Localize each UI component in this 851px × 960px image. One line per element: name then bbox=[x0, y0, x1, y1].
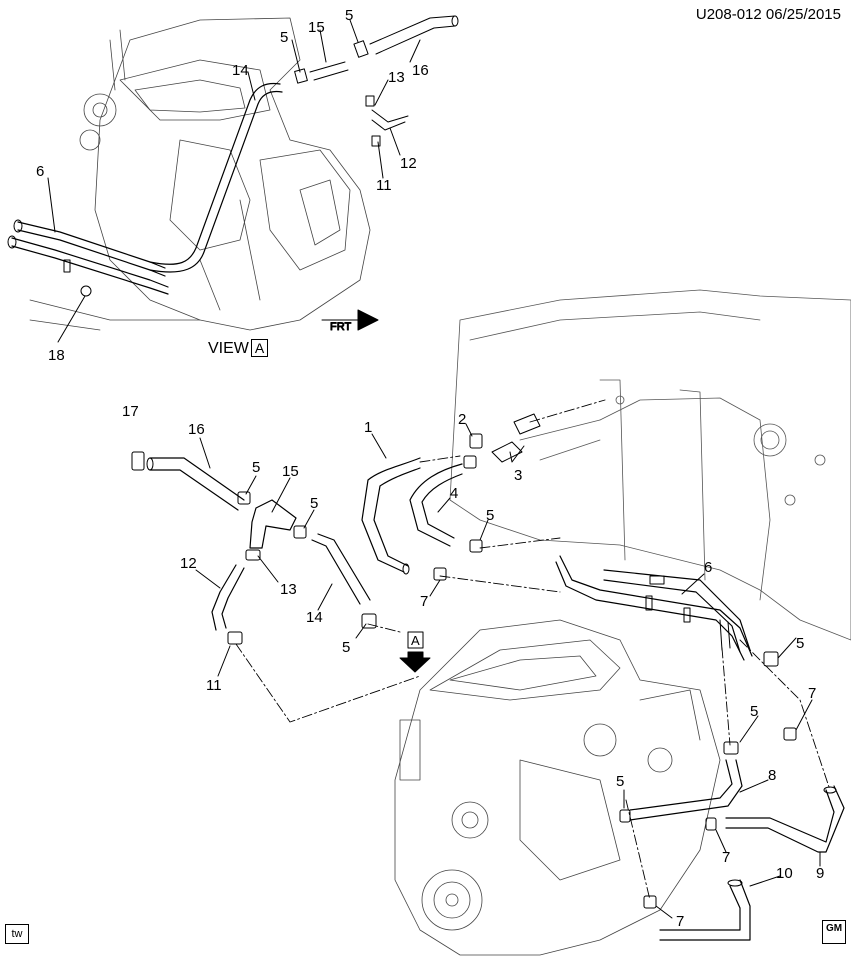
hose-14 bbox=[311, 533, 371, 605]
hose-1 bbox=[361, 457, 421, 575]
clamp-11 bbox=[227, 631, 243, 645]
view-a-hose-14 bbox=[149, 82, 283, 273]
firewall-panel bbox=[449, 289, 851, 641]
diagram-header: U208-012 06/25/2015 bbox=[696, 6, 841, 23]
pipe-assembly-6 bbox=[555, 555, 753, 661]
callout-2: 2 bbox=[458, 411, 466, 428]
callout-16: 16 bbox=[188, 421, 205, 438]
diagram-date: 06/25/2015 bbox=[765, 6, 841, 23]
main-callout-leaders bbox=[195, 423, 821, 919]
callout-va-16: 16 bbox=[412, 62, 429, 79]
callout-va-6: 6 bbox=[36, 163, 44, 180]
callout-17: 17 bbox=[122, 403, 139, 420]
routing-lines bbox=[235, 399, 831, 901]
view-a-callout-labels: 5 15 5 16 14 13 6 12 11 18 bbox=[36, 7, 429, 364]
callout-va-13: 13 bbox=[388, 69, 405, 86]
callout-va-5a: 5 bbox=[280, 29, 288, 46]
view-a-hose-16 bbox=[353, 15, 459, 58]
clamp-5-c bbox=[361, 613, 377, 629]
callout-3: 3 bbox=[514, 467, 522, 484]
callout-9: 9 bbox=[816, 865, 824, 882]
callout-va-12: 12 bbox=[400, 155, 417, 172]
callout-5-d: 5 bbox=[486, 507, 494, 524]
clamp-7-d bbox=[643, 895, 657, 909]
callout-1: 1 bbox=[364, 419, 372, 436]
hose-9 bbox=[725, 785, 845, 853]
frt-arrow: FRT bbox=[321, 309, 379, 334]
callout-7-d: 7 bbox=[676, 913, 684, 930]
gm-logo: GM bbox=[822, 920, 846, 944]
clamp-5-e bbox=[763, 651, 779, 667]
callout-4: 4 bbox=[450, 485, 458, 502]
callout-7-b: 7 bbox=[808, 685, 816, 702]
callout-5-b: 5 bbox=[310, 495, 318, 512]
hose-12 bbox=[211, 564, 245, 631]
callout-12: 12 bbox=[180, 555, 197, 572]
callout-5-f: 5 bbox=[750, 703, 758, 720]
connector-2 bbox=[463, 433, 483, 469]
clamp-7-c bbox=[705, 817, 717, 831]
frt-label: FRT bbox=[330, 321, 351, 333]
view-a-callouts bbox=[47, 19, 421, 343]
main-callout-labels: 17 16 5 15 5 12 13 14 5 11 1 2 3 4 5 7 6… bbox=[122, 403, 824, 930]
hose-8 bbox=[629, 759, 743, 821]
view-a-hose-15 bbox=[294, 61, 349, 84]
callout-10: 10 bbox=[776, 865, 793, 882]
view-a-grommet-18 bbox=[80, 285, 92, 297]
tw-badge: tw bbox=[5, 924, 29, 944]
tee-15 bbox=[249, 499, 297, 549]
view-a-hose-6 bbox=[7, 219, 169, 295]
callout-5-a: 5 bbox=[252, 459, 260, 476]
callout-7-c: 7 bbox=[722, 849, 730, 866]
engine-illustration bbox=[394, 619, 721, 956]
clamp-5-b bbox=[293, 525, 307, 539]
callout-va-14: 14 bbox=[232, 62, 249, 79]
clamp-5-g bbox=[619, 809, 631, 823]
hose-4 bbox=[409, 463, 463, 547]
hose-10 bbox=[659, 879, 751, 941]
view-label-text: VIEW bbox=[208, 340, 249, 357]
callout-11: 11 bbox=[206, 677, 222, 694]
callout-7-a: 7 bbox=[420, 593, 428, 610]
view-a-engine-illustration bbox=[29, 17, 371, 331]
diagram-code: U208-012 bbox=[695, 6, 762, 23]
callout-va-18: 18 bbox=[48, 347, 65, 364]
clamp-5-f bbox=[723, 741, 739, 755]
view-a-hose-12 bbox=[365, 95, 409, 147]
cap-17 bbox=[131, 451, 145, 471]
callout-va-5b: 5 bbox=[345, 7, 353, 24]
callout-5-g: 5 bbox=[616, 773, 624, 790]
view-label-letter: A bbox=[250, 339, 269, 357]
fitting-3 bbox=[491, 413, 541, 463]
callout-va-15: 15 bbox=[308, 19, 325, 36]
callout-5-e: 5 bbox=[796, 635, 804, 652]
callout-6: 6 bbox=[704, 559, 712, 576]
view-a-arrow-letter: A bbox=[411, 633, 420, 648]
callout-14: 14 bbox=[306, 609, 323, 626]
callout-5-c: 5 bbox=[342, 639, 350, 656]
callout-13: 13 bbox=[280, 581, 297, 598]
clamp-5-a bbox=[237, 491, 251, 505]
view-a-arrow: A bbox=[399, 631, 431, 673]
clamp-5-d bbox=[469, 539, 483, 553]
clamp-13 bbox=[245, 549, 261, 561]
hose-16 bbox=[146, 457, 245, 511]
callout-15: 15 bbox=[282, 463, 299, 480]
clamp-7-b bbox=[783, 727, 797, 741]
callout-8: 8 bbox=[768, 767, 776, 784]
clamp-7-a bbox=[433, 567, 447, 581]
callout-va-11: 11 bbox=[376, 177, 392, 194]
